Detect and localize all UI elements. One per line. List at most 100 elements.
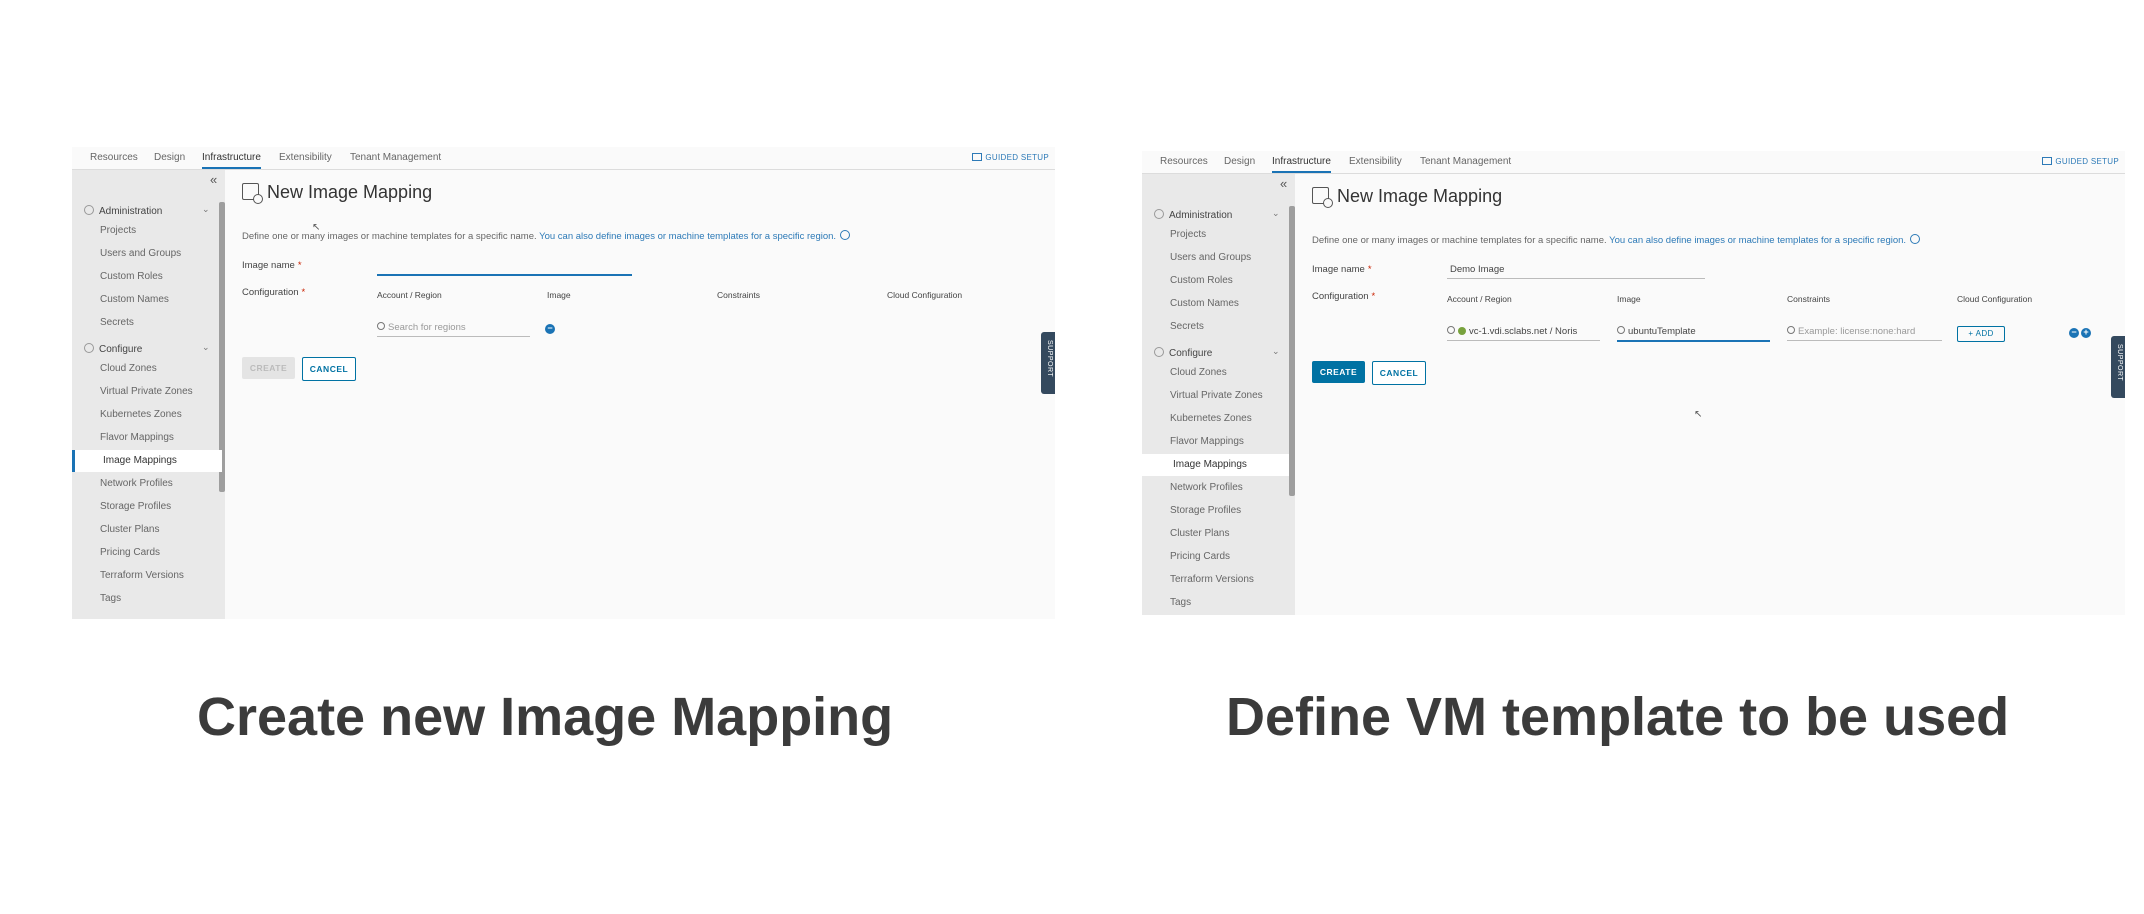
description-link[interactable]: You can also define images or machine te…	[539, 231, 837, 242]
sidebar-item-tags[interactable]: Tags	[1142, 592, 1289, 614]
sidebar-section-configure[interactable]: Configure⌄	[84, 342, 210, 355]
info-icon[interactable]	[1910, 234, 1921, 244]
support-label: SUPPORT	[2116, 344, 2123, 382]
sidebar-item-kubernetes-zones[interactable]: Kubernetes Zones	[1142, 408, 1289, 430]
sidebar-item-label: Tags	[1170, 597, 1192, 608]
column-account-region: Account / Region	[377, 290, 442, 300]
sidebar-item-cluster-plans[interactable]: Cluster Plans	[72, 519, 219, 541]
sidebar-item-custom-names[interactable]: Custom Names	[72, 289, 219, 311]
column-account-region: Account / Region	[1447, 294, 1512, 304]
sidebar-item-users-and-groups[interactable]: Users and Groups	[72, 243, 219, 265]
sidebar-item-network-profiles[interactable]: Network Profiles	[1142, 477, 1289, 499]
tab-design[interactable]: Design	[1224, 156, 1256, 167]
image-search-input[interactable]: ubuntuTemplate	[1617, 326, 1770, 342]
sidebar-item-label: Image Mappings	[103, 455, 177, 466]
sidebar: « Administration⌄ Projects Users and Gro…	[1142, 174, 1295, 615]
configuration-label: Configuration*	[242, 287, 306, 298]
sidebar-item-custom-roles[interactable]: Custom Roles	[1142, 270, 1289, 292]
sidebar-item-label: Virtual Private Zones	[100, 386, 193, 397]
chevron-down-icon: ⌄	[202, 342, 210, 352]
sidebar-section-administration[interactable]: Administration⌄	[84, 204, 210, 217]
sidebar-scrollbar[interactable]	[1289, 206, 1295, 496]
tab-tenant-management[interactable]: Tenant Management	[350, 152, 442, 163]
sidebar-item-cluster-plans[interactable]: Cluster Plans	[1142, 523, 1289, 545]
sidebar-item-label: Virtual Private Zones	[1170, 390, 1263, 401]
screenshot-left: Resources Design Infrastructure Extensib…	[72, 147, 1055, 619]
sidebar-section-administration[interactable]: Administration⌄	[1154, 208, 1280, 221]
sidebar-item-flavor-mappings[interactable]: Flavor Mappings	[72, 427, 219, 449]
search-icon	[1447, 326, 1455, 334]
support-label: SUPPORT	[1046, 340, 1053, 378]
mouse-cursor-icon: ↖	[1694, 409, 1703, 420]
support-tab[interactable]: SUPPORT	[2111, 336, 2125, 398]
collapse-sidebar-icon[interactable]: «	[210, 172, 218, 187]
guided-setup-link[interactable]: GUIDED SETUP	[2042, 157, 2119, 166]
sidebar-item-terraform-versions[interactable]: Terraform Versions	[72, 565, 219, 587]
sidebar-item-storage-profiles[interactable]: Storage Profiles	[1142, 500, 1289, 522]
sidebar-item-projects[interactable]: Projects	[1142, 224, 1289, 246]
sidebar-item-label: Network Profiles	[1170, 482, 1243, 493]
sidebar-item-label: Cloud Zones	[100, 363, 157, 374]
constraints-placeholder: Example: license:none:hard	[1798, 326, 1916, 337]
image-name-input[interactable]	[377, 260, 632, 276]
guided-setup-link[interactable]: GUIDED SETUP	[972, 153, 1049, 162]
tab-extensibility[interactable]: Extensibility	[279, 152, 332, 163]
sidebar-item-pricing-cards[interactable]: Pricing Cards	[1142, 546, 1289, 568]
sidebar-item-custom-roles[interactable]: Custom Roles	[72, 266, 219, 288]
sidebar-item-tags[interactable]: Tags	[72, 588, 219, 610]
sidebar-item-image-mappings[interactable]: Image Mappings	[72, 450, 222, 472]
sidebar-item-virtual-private-zones[interactable]: Virtual Private Zones	[1142, 385, 1289, 407]
map-icon	[2042, 157, 2053, 165]
tab-resources[interactable]: Resources	[90, 152, 138, 163]
cancel-button[interactable]: CANCEL	[1372, 361, 1426, 385]
constraints-input[interactable]: Example: license:none:hard	[1787, 326, 1942, 341]
sidebar-item-label: Pricing Cards	[100, 547, 161, 558]
sidebar-item-cloud-zones[interactable]: Cloud Zones	[72, 358, 219, 380]
sidebar-item-secrets[interactable]: Secrets	[1142, 316, 1289, 338]
sidebar-item-label: Projects	[1170, 229, 1207, 240]
info-icon[interactable]	[840, 230, 851, 240]
description-link[interactable]: You can also define images or machine te…	[1609, 235, 1907, 246]
tab-infrastructure[interactable]: Infrastructure	[1272, 156, 1331, 173]
create-button[interactable]: CREATE	[242, 357, 295, 379]
add-cloud-configuration-button[interactable]: + ADD	[1957, 326, 2005, 342]
sidebar-item-storage-profiles[interactable]: Storage Profiles	[72, 496, 219, 518]
sidebar-item-terraform-versions[interactable]: Terraform Versions	[1142, 569, 1289, 591]
region-search-input[interactable]: Search for regions	[377, 322, 530, 337]
sidebar-item-flavor-mappings[interactable]: Flavor Mappings	[1142, 431, 1289, 453]
sidebar-item-users-and-groups[interactable]: Users and Groups	[1142, 247, 1289, 269]
tab-tenant-management[interactable]: Tenant Management	[1420, 156, 1512, 167]
sidebar-section-configure[interactable]: Configure⌄	[1154, 346, 1280, 359]
screenshot-right: Resources Design Infrastructure Extensib…	[1142, 151, 2125, 615]
add-row-button[interactable]: +	[2081, 328, 2091, 338]
sidebar-item-projects[interactable]: Projects	[72, 220, 219, 242]
map-icon	[972, 153, 983, 161]
cancel-button[interactable]: CANCEL	[302, 357, 356, 381]
tab-resources[interactable]: Resources	[1160, 156, 1208, 167]
section-label: Administration	[99, 206, 163, 217]
page-title-text: New Image Mapping	[1337, 186, 1503, 206]
region-search-input[interactable]: vc-1.vdi.sclabs.net / Noris	[1447, 326, 1600, 341]
sidebar-item-network-profiles[interactable]: Network Profiles	[72, 473, 219, 495]
tab-design[interactable]: Design	[154, 152, 186, 163]
remove-row-button[interactable]: −	[2069, 328, 2079, 338]
image-name-input[interactable]: Demo Image	[1447, 264, 1705, 279]
remove-row-button[interactable]: −	[545, 324, 555, 334]
sidebar-item-image-mappings[interactable]: Image Mappings	[1142, 454, 1289, 476]
support-tab[interactable]: SUPPORT	[1041, 332, 1055, 394]
sidebar-item-secrets[interactable]: Secrets	[72, 312, 219, 334]
tab-infrastructure[interactable]: Infrastructure	[202, 152, 261, 169]
sidebar-item-pricing-cards[interactable]: Pricing Cards	[72, 542, 219, 564]
top-nav: Resources Design Infrastructure Extensib…	[1142, 151, 2125, 174]
sidebar-scrollbar[interactable]	[219, 202, 225, 492]
sidebar-item-label: Terraform Versions	[1170, 574, 1254, 585]
sidebar-item-label: Cloud Zones	[1170, 367, 1227, 378]
sidebar-item-custom-names[interactable]: Custom Names	[1142, 293, 1289, 315]
sidebar-item-label: Flavor Mappings	[1170, 436, 1244, 447]
collapse-sidebar-icon[interactable]: «	[1280, 176, 1288, 191]
sidebar-item-virtual-private-zones[interactable]: Virtual Private Zones	[72, 381, 219, 403]
sidebar-item-cloud-zones[interactable]: Cloud Zones	[1142, 362, 1289, 384]
create-button[interactable]: CREATE	[1312, 361, 1365, 383]
tab-extensibility[interactable]: Extensibility	[1349, 156, 1402, 167]
sidebar-item-kubernetes-zones[interactable]: Kubernetes Zones	[72, 404, 219, 426]
